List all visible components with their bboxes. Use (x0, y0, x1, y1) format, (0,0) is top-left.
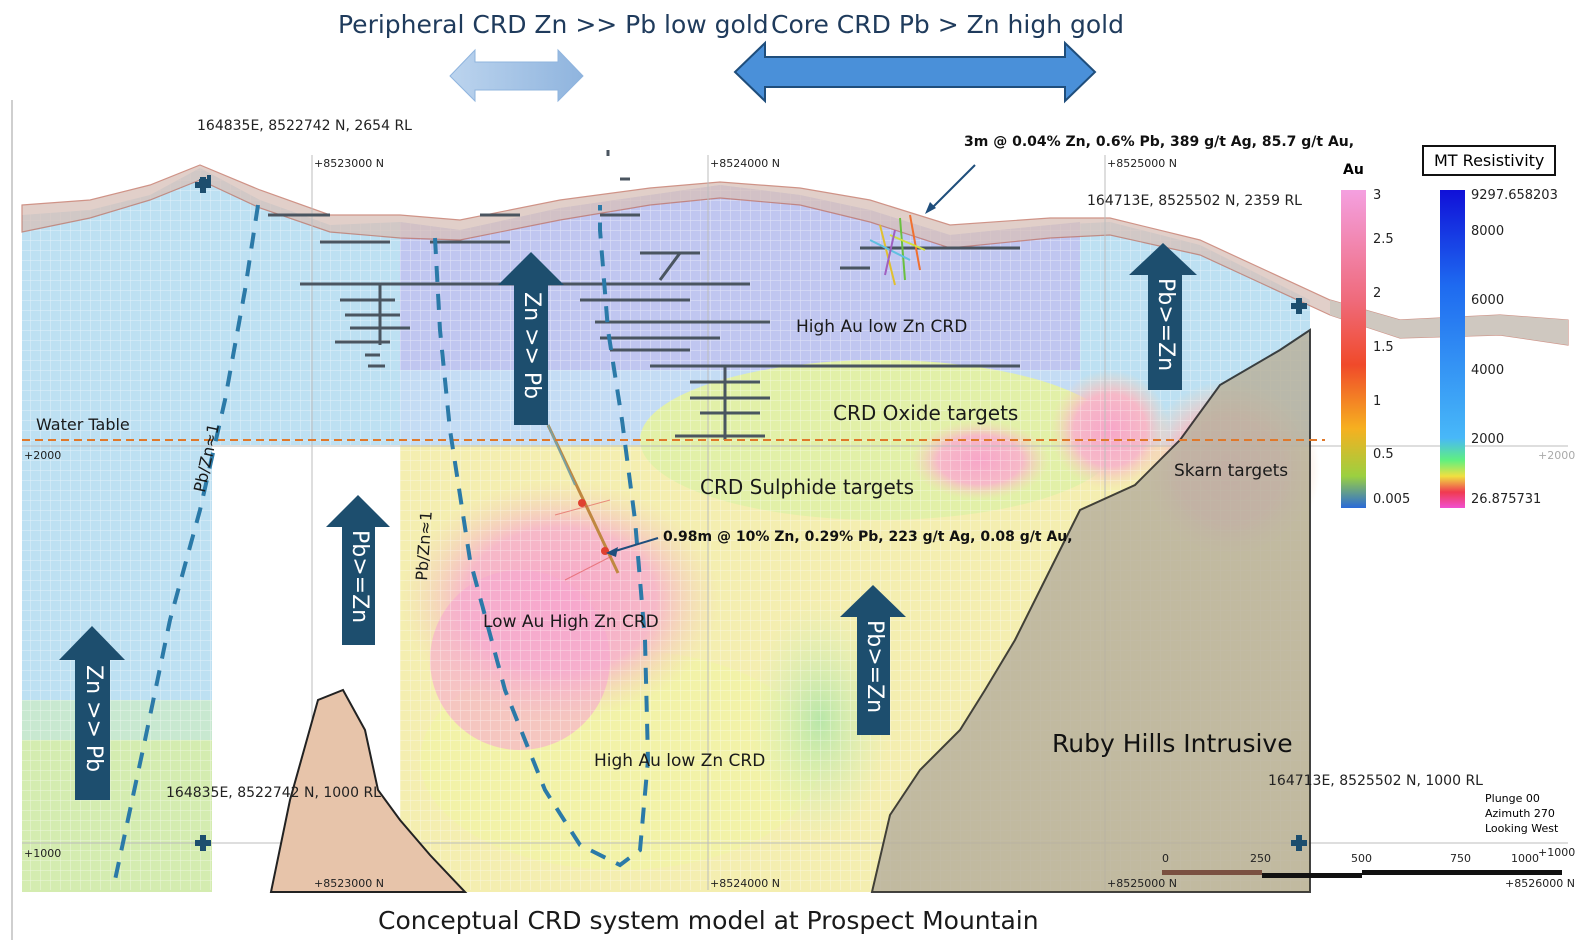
northing-bottom-3: +8525000 N (1107, 877, 1177, 890)
au-tick-1-5: 1.5 (1373, 340, 1394, 355)
mt-tick-6000: 6000 (1471, 293, 1505, 308)
skarn-label: Skarn targets (1174, 461, 1289, 481)
core-crd-heading: Core CRD Pb > Zn high gold (771, 10, 1124, 39)
intercept-lower: 0.98m @ 10% Zn, 0.29% Pb, 223 g/t Ag, 0.… (663, 529, 1073, 545)
au-tick-3: 3 (1373, 188, 1382, 203)
au-tick-1: 1 (1373, 394, 1382, 409)
northing-bottom-2: +8524000 N (710, 877, 780, 890)
view-plunge: Plunge 00 (1485, 792, 1540, 805)
scale-tick-1000: 1000 (1511, 852, 1539, 865)
arrow-zn-pb-left: Zn >> Pb (81, 665, 106, 773)
view-azimuth: Azimuth 270 (1485, 807, 1555, 820)
arrow-pb-zn-right: Pb>=Zn (1153, 278, 1178, 372)
intercept-upper: 3m @ 0.04% Zn, 0.6% Pb, 389 g/t Ag, 85.7… (964, 134, 1355, 150)
scale-tick-250: 250 (1250, 852, 1271, 865)
northing-top-2: +8524000 N (710, 157, 780, 170)
crd-sulphide-label: CRD Sulphide targets (700, 475, 915, 499)
au-tick-0-5: 0.5 (1373, 447, 1394, 462)
coord-bottom-right: 164713E, 8525502 N, 1000 RL (1268, 773, 1483, 789)
coord-top-right: 164713E, 8525502 N, 2359 RL (1087, 193, 1302, 209)
northing-top-1: +8523000 N (314, 157, 384, 170)
arrow-pb-zn-center: Pb>=Zn (862, 620, 887, 714)
mt-tick-max: 9297.658203 (1471, 188, 1558, 203)
au-legend-title: Au (1343, 162, 1364, 178)
arrow-zn-pb-center: Zn >> Pb (519, 292, 544, 400)
rl-2000: +2000 (24, 449, 62, 462)
au-tick-min: 0.005 (1373, 492, 1411, 507)
coord-bottom-left: 164835E, 8522742 N, 1000 RL (166, 785, 381, 801)
water-table-label: Water Table (36, 415, 130, 434)
scale-tick-750: 750 (1450, 852, 1471, 865)
arrow-pb-zn-left: Pb>=Zn (347, 530, 372, 624)
low-au-label: Low Au High Zn CRD (483, 612, 659, 632)
crd-oxide-label: CRD Oxide targets (833, 401, 1019, 425)
mt-tick-8000: 8000 (1471, 224, 1505, 239)
figure-caption: Conceptual CRD system model at Prospect … (378, 906, 1039, 935)
rl-2000-right: +2000 (1538, 449, 1576, 462)
northing-bottom-4: +8526000 N (1505, 877, 1575, 890)
mt-tick-min: 26.875731 (1471, 492, 1542, 507)
northing-bottom-1: +8523000 N (314, 877, 384, 890)
au-tick-2-5: 2.5 (1373, 232, 1394, 247)
peripheral-crd-heading: Peripheral CRD Zn >> Pb low gold (338, 10, 769, 39)
rl-1000: +1000 (24, 847, 62, 860)
ruby-hills-intrusive-label: Ruby Hills Intrusive (1052, 729, 1293, 758)
mt-tick-4000: 4000 (1471, 363, 1505, 378)
scale-tick-0: 0 (1162, 852, 1169, 865)
mt-tick-2000: 2000 (1471, 432, 1505, 447)
scale-tick-500: 500 (1351, 852, 1372, 865)
au-tick-2: 2 (1373, 286, 1382, 301)
high-au-lower-label: High Au low Zn CRD (594, 751, 766, 771)
high-au-upper-label: High Au low Zn CRD (796, 317, 968, 337)
rl-1000-right: +1000 (1538, 846, 1576, 859)
mt-resistivity-title: MT Resistivity (1422, 145, 1557, 176)
view-looking: Looking West (1485, 822, 1559, 835)
coord-top-left: 164835E, 8522742 N, 2654 RL (197, 118, 412, 134)
northing-top-3: +8525000 N (1107, 157, 1177, 170)
